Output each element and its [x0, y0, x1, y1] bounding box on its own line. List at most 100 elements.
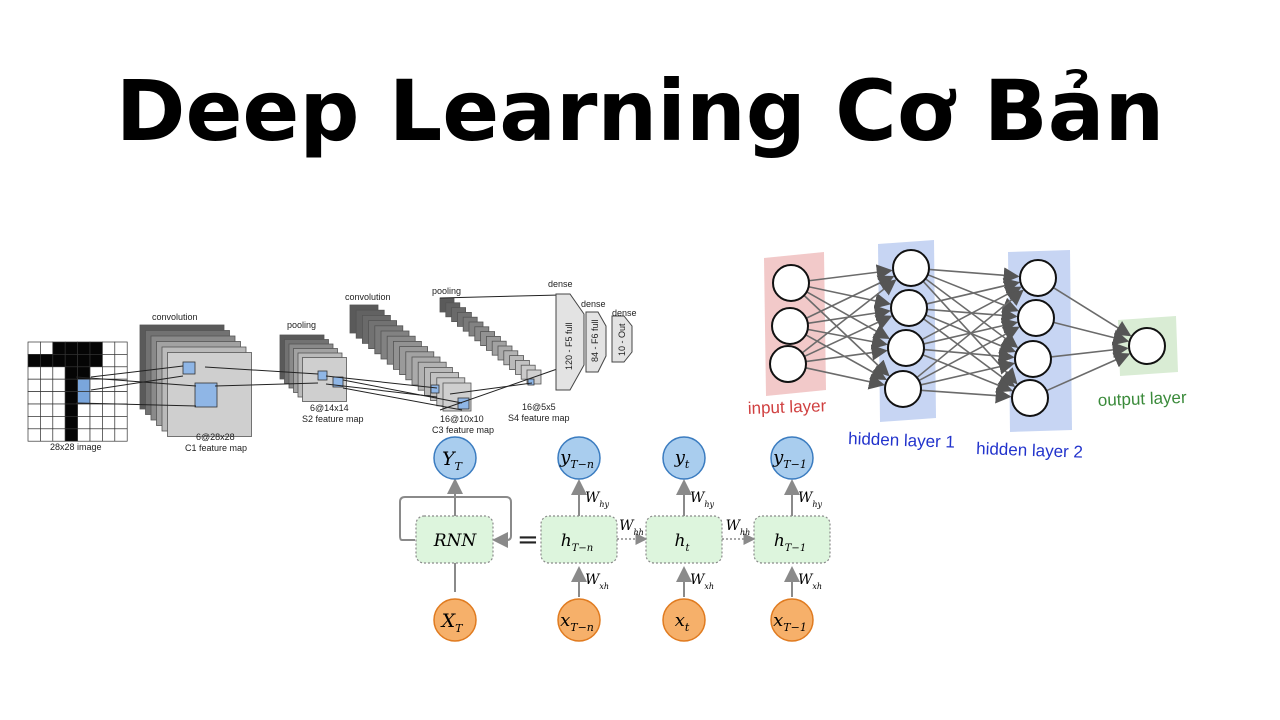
rnn-cell-label: RNN: [433, 531, 478, 551]
cnn-stage-2-top: pooling: [287, 320, 316, 330]
dense-1-top: dense: [548, 279, 573, 289]
nn-edge: [801, 279, 897, 354]
output-layer-label: output layer: [1097, 388, 1187, 410]
neural-network-diagram: input layer hidden layer 1 hidden layer …: [747, 240, 1187, 462]
input-pixel: [77, 378, 91, 392]
nn-neuron: [771, 307, 809, 345]
input-pixel: [52, 366, 66, 380]
rnn-weight-xh: Wxh: [690, 572, 714, 591]
input-pixel: [77, 354, 91, 368]
nn-neuron: [1014, 340, 1052, 378]
nn-neuron: [890, 289, 928, 327]
rnn-unrolled: hT−nyT−nxT−nWhyWxhhtytxtWhyWxhhT−1yT−1xT…: [540, 436, 831, 642]
cnn-stage-3-top: convolution: [345, 292, 391, 302]
cnn-diagram: 28x28 image convolution 6@28x28 C1 featu…: [27, 279, 637, 453]
nn-neuron: [1011, 379, 1049, 417]
cnn-stage-3-dim: 16@10x10: [440, 414, 484, 424]
nn-edge: [805, 367, 886, 390]
input-pixel: [52, 416, 66, 430]
rnn-weight-hh: Whh: [726, 518, 751, 537]
nn-edge: [1052, 286, 1132, 337]
input-pixel: [77, 391, 91, 405]
rnn-output-label: yT−n: [559, 447, 594, 471]
rnn-hidden-label: hT−1: [774, 531, 806, 554]
input-pixel: [64, 354, 78, 368]
input-pixel: [114, 354, 128, 368]
cnn-input-label: 28x28 image: [50, 442, 102, 452]
input-pixel: [27, 378, 41, 392]
input-layer-label: input layer: [747, 396, 826, 418]
input-pixel: [52, 354, 66, 368]
nn-neuron: [1017, 299, 1055, 337]
rnn-output-node: [557, 436, 601, 480]
cnn-c3-stack: [349, 304, 472, 412]
input-pixel: [40, 366, 54, 380]
dense-2-label: 84 - F6 full: [590, 319, 600, 362]
hidden-layer-2-label: hidden layer 2: [976, 439, 1083, 462]
nn-edge: [920, 387, 1012, 404]
input-pixel: [89, 341, 103, 355]
input-pixel: [27, 416, 41, 430]
receptive-field: [527, 378, 535, 386]
nn-neuron: [769, 345, 807, 383]
nn-neuron: [887, 329, 925, 367]
nn-edge: [921, 286, 1022, 341]
dense-f5: [555, 293, 585, 391]
input-pixel: [114, 416, 128, 430]
rnn-input-node: [770, 598, 814, 642]
receptive-field: [317, 370, 328, 381]
nn-edge: [918, 326, 1020, 382]
input-pixel: [52, 378, 66, 392]
rnn-hidden-cell: [753, 515, 831, 564]
input-pixel: [64, 428, 78, 442]
rnn-input-node: [557, 598, 601, 642]
input-pixel: [64, 378, 78, 392]
rnn-folded-input-node: [433, 598, 477, 642]
cnn-stage-4-dim: 16@5x5: [522, 402, 556, 412]
input-pixel: [77, 428, 91, 442]
nn-edge: [922, 353, 1013, 393]
input-pixel: [89, 354, 103, 368]
input-pixel: [102, 354, 116, 368]
receptive-field: [430, 384, 440, 394]
nn-edge: [1050, 341, 1129, 358]
rnn-hidden-label: ht: [675, 531, 691, 554]
input-pixel: [40, 378, 54, 392]
nn-edge: [803, 315, 893, 358]
nn-edge: [920, 358, 1016, 386]
rnn-output-label: yt: [674, 447, 690, 471]
input-pixel: [52, 391, 66, 405]
dense-3-top: dense: [612, 308, 637, 318]
nn-nodes: [769, 249, 1166, 417]
hidden-layer-1-label: hidden layer 1: [848, 429, 955, 452]
input-pixel: [77, 416, 91, 430]
input-pixel: [40, 391, 54, 405]
input-pixel: [64, 366, 78, 380]
rnn-folded: RNN YT XT: [399, 436, 512, 642]
rnn-equals-sign: =: [517, 525, 539, 555]
cnn-stage-1-top: convolution: [152, 312, 198, 322]
input-pixel: [114, 428, 128, 442]
cnn-c1-stack: [139, 324, 252, 437]
nn-edges: [801, 264, 1132, 404]
rnn-folded-output-node: [433, 436, 477, 480]
rnn-input-node: [662, 598, 706, 642]
cnn-dense-layers: dense dense dense 120 - F5 full 84 - F6 …: [548, 279, 637, 391]
nn-neuron: [884, 370, 922, 408]
input-pixel: [27, 341, 41, 355]
cnn-stage-2-name: S2 feature map: [302, 414, 364, 424]
dense-f6: [585, 311, 607, 373]
nn-neuron: [1019, 259, 1057, 297]
cnn-stage-4-top: pooling: [432, 286, 461, 296]
rnn-output-label: yT−1: [772, 447, 807, 471]
nn-edge: [1053, 321, 1130, 346]
cnn-stage-4-name: S4 feature map: [508, 413, 570, 423]
input-pixel: [114, 403, 128, 417]
rnn-weight-hy: Why: [585, 490, 610, 509]
input-pixel: [89, 416, 103, 430]
cnn-stage-2-dim: 6@14x14: [310, 403, 349, 413]
nn-edge: [808, 285, 891, 309]
rnn-weight-hy: Why: [690, 490, 715, 509]
input-pixel: [102, 416, 116, 430]
